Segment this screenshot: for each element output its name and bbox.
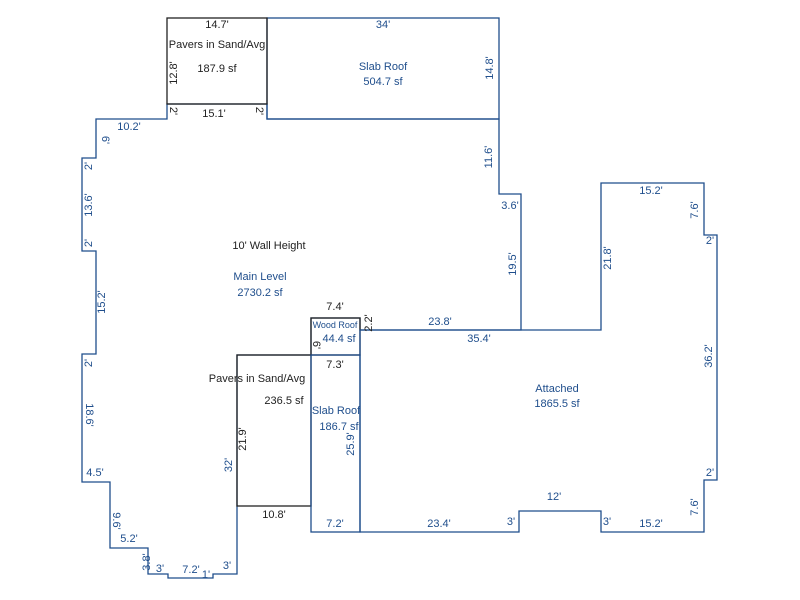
dim-label: 35.4' bbox=[467, 333, 491, 345]
dim-label: 2' bbox=[83, 239, 95, 247]
main-level-height-note: 10' Wall Height bbox=[232, 240, 305, 252]
attached-name: Attached bbox=[535, 383, 578, 395]
dim-label: 34' bbox=[376, 19, 390, 31]
dim-label: 6' bbox=[99, 136, 111, 144]
dim-label: 18.6' bbox=[83, 403, 95, 427]
dim-label: 13.6' bbox=[83, 193, 95, 217]
dim-label: 2' bbox=[706, 467, 714, 479]
dim-label: 3.6' bbox=[501, 200, 518, 212]
main-level-name: Main Level bbox=[233, 271, 286, 283]
dim-label: 15.2' bbox=[639, 185, 663, 197]
dim-label: 36.2' bbox=[703, 344, 715, 368]
dim-label: 3.8' bbox=[141, 553, 153, 570]
dim-label: 15.2' bbox=[96, 290, 108, 314]
pavers-top-name: Pavers in Sand/Avg bbox=[169, 39, 265, 51]
main-level-outline bbox=[81, 103, 522, 579]
dim-label: 3' bbox=[223, 560, 231, 572]
dim-label: 2' bbox=[83, 359, 95, 367]
dim-label: 2' bbox=[167, 107, 179, 115]
attached-outline bbox=[359, 182, 718, 533]
dim-label: 32' bbox=[223, 458, 235, 472]
dim-label: 1' bbox=[202, 569, 210, 581]
dim-label: 25.9' bbox=[345, 432, 357, 456]
dim-label: 3' bbox=[156, 563, 164, 575]
pavers-mid-name: Pavers in Sand/Avg bbox=[209, 373, 305, 385]
dim-label: 7.4' bbox=[326, 301, 343, 313]
dim-label: 2' bbox=[83, 162, 95, 170]
wood-roof-area: 44.4 sf bbox=[322, 333, 356, 345]
slab-roof-top-area: 504.7 sf bbox=[363, 76, 403, 88]
slab-roof-mid-area: 186.7 sf bbox=[319, 421, 359, 433]
dim-label: 7.3' bbox=[326, 359, 343, 371]
dim-label: 23.8' bbox=[428, 316, 452, 328]
dim-label: 10.8' bbox=[262, 509, 286, 521]
dim-label: 11.6' bbox=[483, 146, 495, 169]
dim-label: 19.5' bbox=[507, 252, 519, 276]
slab-roof-top-name: Slab Roof bbox=[359, 61, 408, 73]
dim-label: 7.2' bbox=[182, 564, 199, 576]
dim-label: 9.6' bbox=[110, 512, 122, 529]
dim-label: 5.2' bbox=[120, 533, 137, 545]
dim-label: 23.4' bbox=[427, 518, 451, 530]
dim-label: 7.2' bbox=[326, 518, 343, 530]
dim-label: 4.5' bbox=[86, 467, 103, 479]
pavers-top-area: 187.9 sf bbox=[197, 63, 237, 75]
dim-label: 14.8' bbox=[484, 56, 496, 80]
pavers-mid-area: 236.5 sf bbox=[264, 395, 304, 407]
dim-label: 21.8' bbox=[602, 246, 614, 270]
dim-label: 2.2' bbox=[363, 314, 375, 331]
dim-label: 3' bbox=[507, 516, 515, 528]
dim-label: 15.2' bbox=[639, 518, 663, 530]
dim-label: 14.7' bbox=[205, 19, 229, 31]
attached-area: 1865.5 sf bbox=[534, 398, 580, 410]
dim-label: 7.6' bbox=[689, 498, 701, 515]
pavers-top-outline bbox=[166, 17, 268, 105]
dim-label: 3' bbox=[603, 516, 611, 528]
slab-roof-mid-name: Slab Roof bbox=[312, 405, 361, 417]
dim-label: 12' bbox=[547, 491, 561, 503]
dim-label: 10.2' bbox=[117, 121, 141, 133]
main-level-area: 2730.2 sf bbox=[237, 287, 283, 299]
dim-label: 7.6' bbox=[689, 201, 701, 218]
dim-label: 15.1' bbox=[202, 108, 226, 120]
dim-label: 2' bbox=[253, 107, 265, 115]
dim-label: 2' bbox=[706, 235, 714, 247]
dim-label: 12.8' bbox=[168, 61, 180, 85]
dim-label: 21.9' bbox=[237, 427, 249, 451]
dim-label: 6' bbox=[310, 341, 322, 349]
wood-roof-name: Wood Roof bbox=[313, 320, 358, 330]
